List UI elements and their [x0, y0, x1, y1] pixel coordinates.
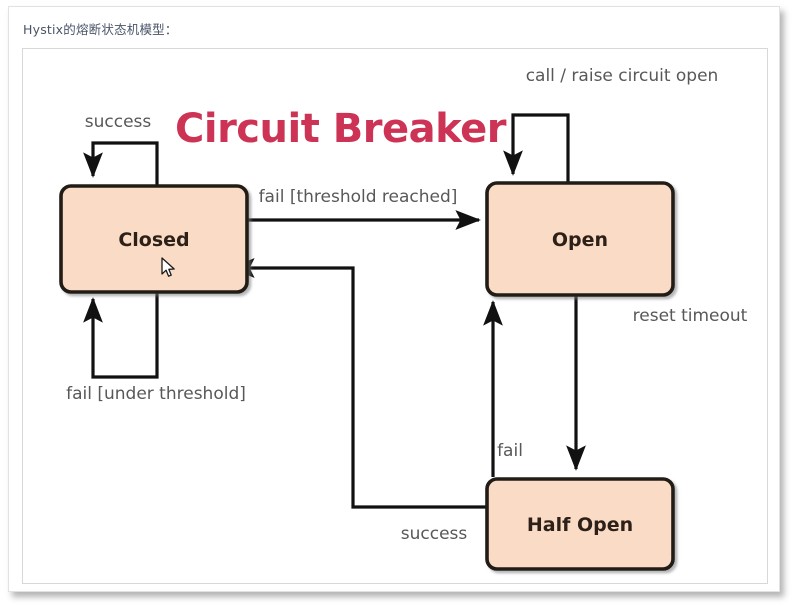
state-label-open: Open — [552, 229, 608, 251]
edge-label-closed-to-open: fail [threshold reached] — [259, 187, 458, 207]
edge-half-open-to-closed — [229, 258, 488, 509]
edge-label-open-to-half-open: reset timeout — [633, 306, 748, 326]
state-box-closed[interactable] — [59, 184, 249, 294]
state-node-open[interactable]: Open — [485, 181, 675, 297]
diagram-title: Circuit Breaker — [175, 106, 507, 152]
diagram-frame: Closed Open Half Open success fail [unde… — [22, 48, 768, 584]
panel-header-text: Hystix的熔断状态机模型： — [23, 22, 178, 37]
edge-closed-success-self — [83, 141, 159, 186]
circuit-breaker-state-diagram: Closed Open Half Open success fail [unde… — [59, 66, 748, 571]
edge-label-open-call-raise-self: call / raise circuit open — [526, 66, 719, 86]
states-layer: Closed Open Half Open — [59, 181, 675, 571]
state-box-open[interactable] — [485, 181, 675, 297]
state-box-half-open[interactable] — [485, 477, 675, 571]
state-node-half-open[interactable]: Half Open — [485, 477, 675, 571]
edge-label-half-open-to-open: fail — [497, 441, 523, 461]
edge-labels-layer: success fail [under threshold] fail [thr… — [66, 66, 748, 544]
edges-layer — [83, 113, 586, 509]
edge-closed-fail-under-threshold-self — [83, 292, 159, 379]
state-label-closed: Closed — [118, 229, 189, 251]
edge-open-call-raise-self — [503, 113, 570, 183]
content-panel: Hystix的熔断状态机模型： — [8, 6, 780, 592]
state-node-closed[interactable]: Closed — [59, 184, 249, 294]
edge-label-closed-success-self: success — [85, 112, 152, 132]
state-label-half-open: Half Open — [527, 514, 633, 536]
edge-label-half-open-to-closed: success — [401, 524, 468, 544]
edge-label-closed-fail-under-threshold: fail [under threshold] — [66, 384, 246, 404]
